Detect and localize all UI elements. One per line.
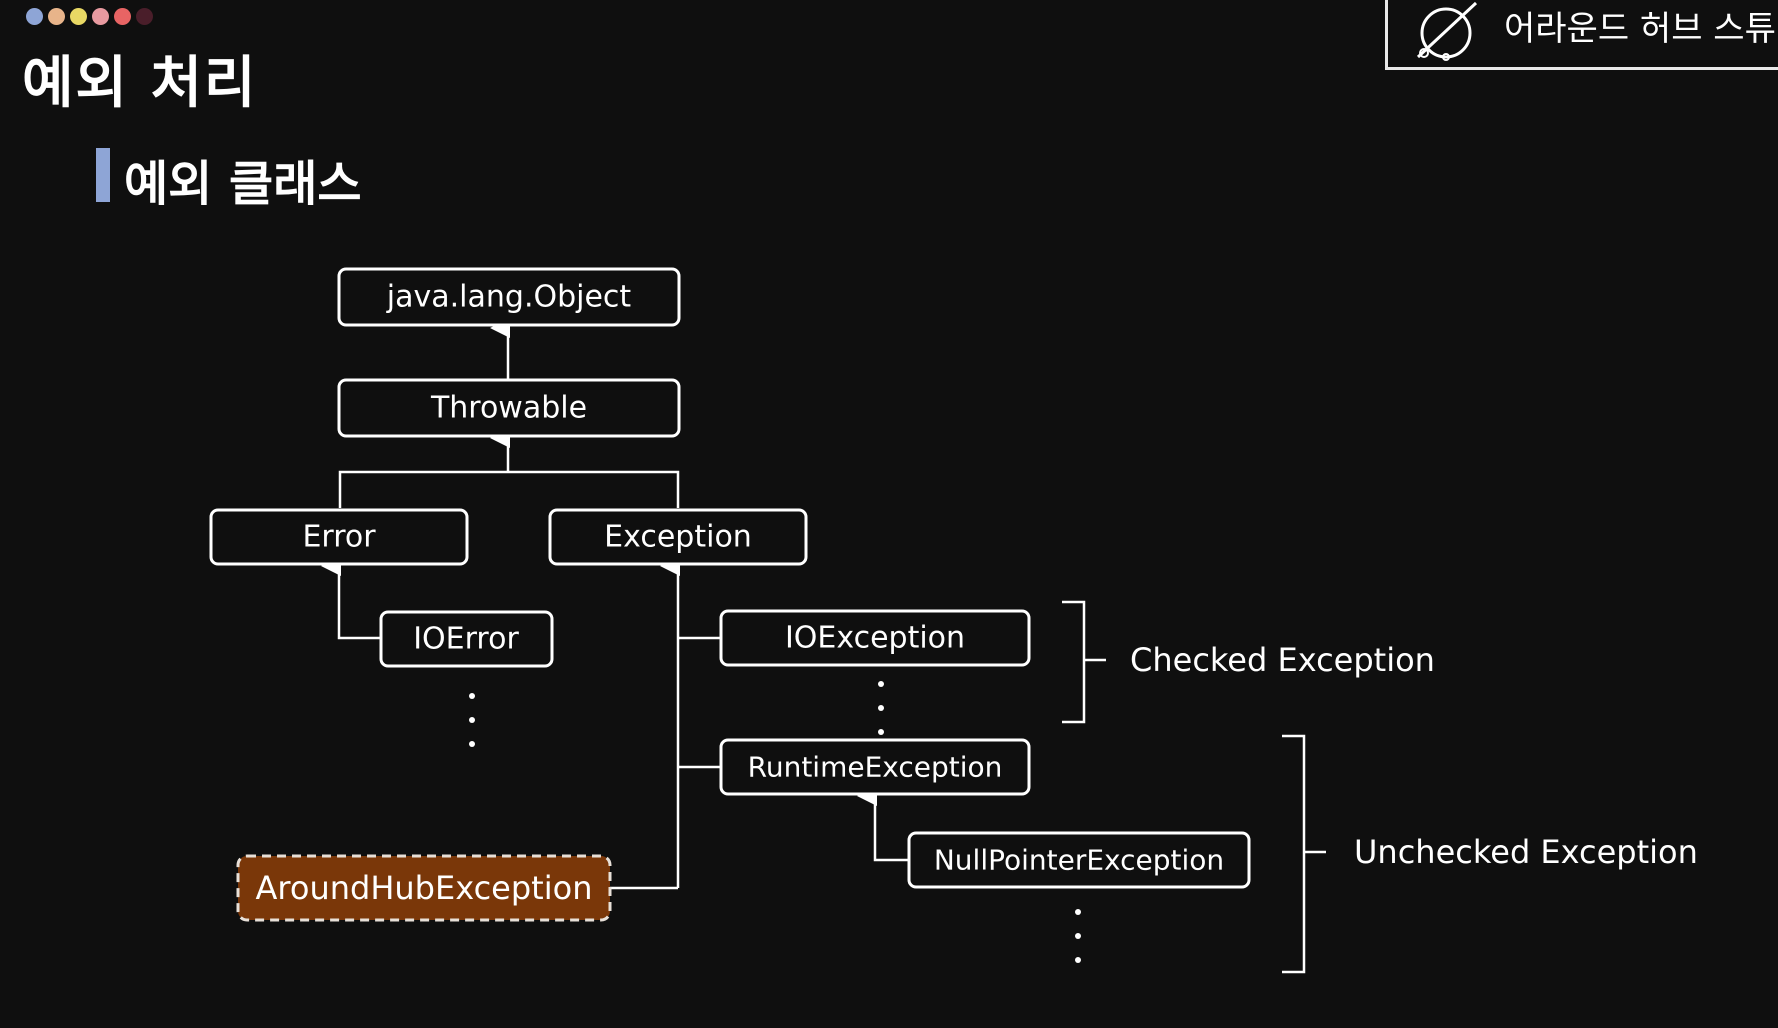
connectors xyxy=(321,318,1326,974)
ellipsis-dot xyxy=(878,681,884,687)
connector-error-exception-bar xyxy=(338,470,680,508)
progress-dot xyxy=(114,8,131,25)
node-nullpointerexception: NullPointerException xyxy=(907,831,1251,889)
ellipsis-dot xyxy=(1075,957,1081,963)
ellipsis-dot xyxy=(878,705,884,711)
connector-npe-runtime xyxy=(857,786,909,862)
node-label: Throwable xyxy=(430,391,587,426)
subtitle-accent-bar xyxy=(96,148,110,202)
node-ioexception: IOException xyxy=(719,609,1031,667)
node-label: Error xyxy=(302,520,376,555)
checked-exception-label: Checked Exception xyxy=(1130,641,1435,679)
node-aroundhubexception: AroundHubException xyxy=(236,854,612,922)
brand-name: 어라운드 허브 스튜디오 xyxy=(1504,9,1778,49)
progress-dots xyxy=(26,8,153,25)
checked-brace xyxy=(1062,600,1106,724)
ellipsis-dot xyxy=(469,741,475,747)
planet-logo-icon xyxy=(1416,1,1478,61)
brand-box: 어라운드 허브 스튜디오 xyxy=(1385,0,1778,70)
node-label: AroundHubException xyxy=(256,869,593,907)
node-label: java.lang.Object xyxy=(386,280,632,315)
node-label: NullPointerException xyxy=(934,844,1224,877)
unchecked-brace xyxy=(1282,734,1326,974)
progress-dot xyxy=(48,8,65,25)
page-title: 예외 처리 xyxy=(22,51,258,116)
npe-ellipsis xyxy=(1075,909,1081,963)
node-runtimeexception: RuntimeException xyxy=(719,738,1031,796)
ellipsis-dot xyxy=(1075,909,1081,915)
node-label: RuntimeException xyxy=(748,751,1003,784)
node-label: Exception xyxy=(604,520,752,555)
progress-dot xyxy=(92,8,109,25)
node-exception: Exception xyxy=(548,508,808,566)
node-error: Error xyxy=(209,508,469,566)
node-label: IOException xyxy=(785,621,965,656)
section-subtitle: 예외 클래스 xyxy=(124,156,362,212)
progress-dot xyxy=(70,8,87,25)
connector-ioerror-error xyxy=(321,556,381,640)
ellipsis-dot xyxy=(878,729,884,735)
node-throwable: Throwable xyxy=(337,378,681,438)
node-ioerror: IOError xyxy=(379,610,554,668)
ioerror-ellipsis xyxy=(469,693,475,747)
node-java-lang-object: java.lang.Object xyxy=(337,267,681,327)
ellipsis-dot xyxy=(1075,933,1081,939)
progress-dot xyxy=(26,8,43,25)
ioexception-ellipsis xyxy=(878,681,884,735)
progress-dot xyxy=(136,8,153,25)
unchecked-exception-label: Unchecked Exception xyxy=(1354,833,1698,871)
ellipsis-dot xyxy=(469,717,475,723)
node-label: IOError xyxy=(413,622,519,657)
ellipsis-dot xyxy=(469,693,475,699)
